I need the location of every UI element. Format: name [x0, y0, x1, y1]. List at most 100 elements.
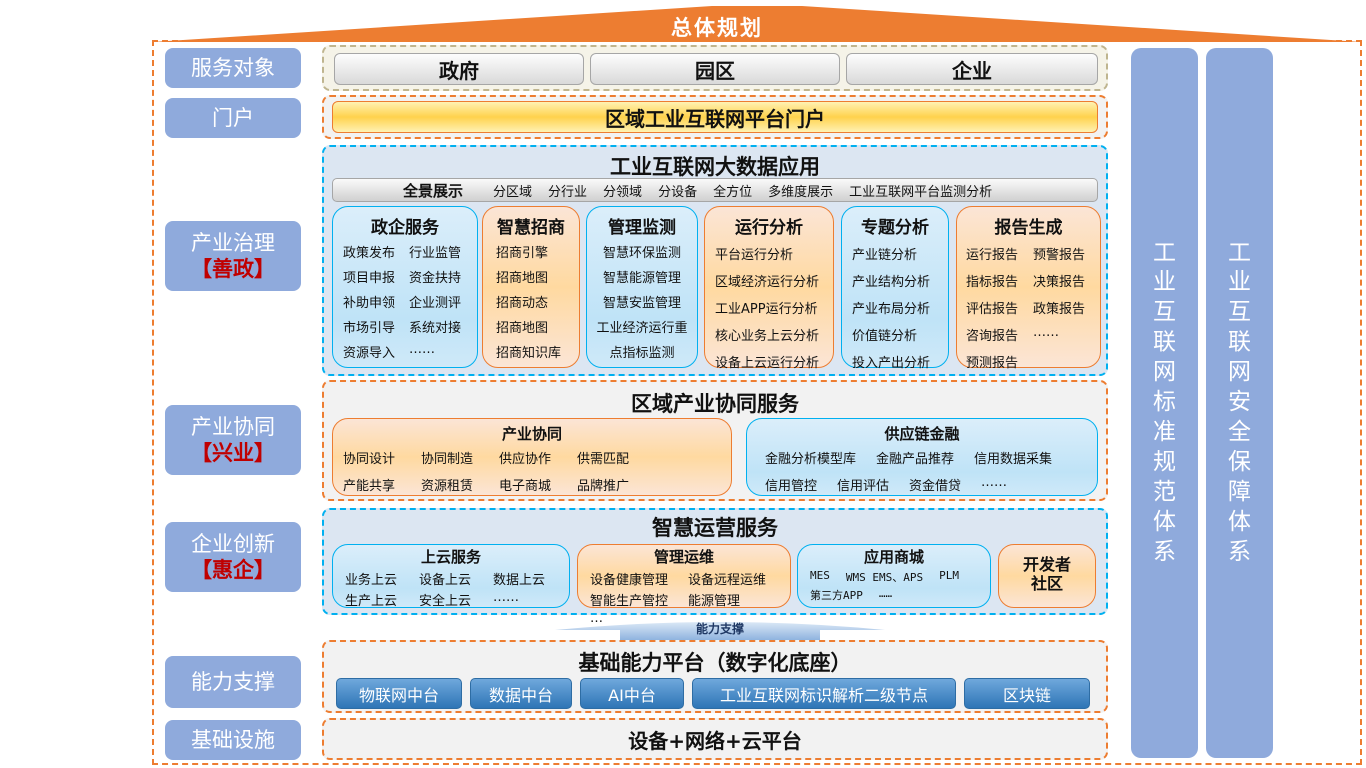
portal-section: 区域工业互联网平台门户 [322, 95, 1108, 139]
platform-iot: 物联网中台 [336, 678, 462, 709]
card-item: 智慧安监管理 [602, 296, 681, 311]
card-title: 开发者社区 [1022, 555, 1071, 594]
card-item: 信用数据采集 [974, 452, 1053, 467]
card-item: 点指标监测 [609, 346, 675, 361]
operations-section: 智慧运营服务 上云服务业务上云设备上云数据上云生产上云安全上云……管理运维设备健… [322, 508, 1108, 626]
standards-column: 工业互联网标准规范体系 [1131, 48, 1198, 758]
platform-identifier: 工业互联网标识解析二级节点 [692, 678, 956, 709]
platform-data: 数据中台 [470, 678, 572, 709]
card-item: …… [409, 342, 435, 357]
card-3: 运行分析平台运行分析区域经济运行分析工业APP运行分析核心业务上云分析设备上云运… [704, 206, 834, 371]
card-item: 政策发布 [343, 246, 396, 261]
card-items: 设备健康管理设备远程运维智能生产管控能源管理… [578, 567, 790, 626]
overview-item: 多维度展示 [768, 184, 834, 200]
card-items: 产业链分析产业结构分析产业布局分析价值链分析投入产出分析 [842, 238, 948, 371]
card-item: 补助申领 [343, 296, 396, 311]
overview-item: 分领域 [603, 184, 643, 200]
card-item: 信用管控 [765, 479, 818, 494]
overview-item: 全方位 [713, 184, 753, 200]
card-item: 区域经济运行分析 [715, 275, 820, 290]
roof-banner [152, 6, 1362, 42]
card-item: 价值链分析 [852, 329, 918, 344]
card-item: 资金借贷 [909, 479, 962, 494]
label-infrastructure: 基础设施 [165, 720, 301, 760]
card-item: 金融分析模型库 [765, 452, 857, 467]
card-0: 产业协同协同设计协同制造供应协作供需匹配产能共享资源租赁电子商城品牌推广…… [332, 418, 732, 517]
card-item: 供应协作 [499, 452, 552, 467]
card-item: 评估报告 [966, 302, 1019, 317]
card-items: 政策发布行业监管项目申报资金扶持补助申领企业测评市场引导系统对接资源导入…… [333, 238, 477, 361]
card-item: 信用评估 [837, 479, 890, 494]
label-text: 企业创新 [191, 531, 275, 556]
card-item: 系统对接 [409, 321, 462, 336]
card-item: 企业测评 [409, 296, 462, 311]
card-item: 品牌推广 [577, 479, 630, 494]
card-item: 平台运行分析 [715, 248, 794, 263]
card-item: 指标报告 [966, 275, 1019, 290]
card-item: 投入产出分析 [852, 356, 931, 371]
label-portal: 门户 [165, 98, 301, 138]
label-text: 能力支撑 [191, 669, 275, 694]
operations-title: 智慧运营服务 [652, 516, 778, 540]
card-item: 能源管理 [688, 594, 741, 609]
platform-title: 基础能力平台（数字化底座） [578, 651, 852, 675]
card-item: 政策报告 [1033, 302, 1086, 317]
overall-plan-title: 总体规划 [671, 16, 763, 40]
portal-bar: 区域工业互联网平台门户 [332, 101, 1098, 133]
card-title: 智慧招商 [497, 218, 565, 238]
column-text: 工业互联网安全保障体系 [1228, 239, 1251, 565]
card-item: 预警报告 [1033, 248, 1086, 263]
overview-item: 工业互联网平台监测分析 [849, 184, 993, 200]
target-enterprise: 企业 [846, 53, 1098, 85]
card-item: 运行报告 [966, 248, 1019, 263]
card-item: 招商引擎 [496, 246, 549, 261]
card-item: 资金扶持 [409, 271, 462, 286]
card-title: 运行分析 [735, 218, 803, 238]
card-title: 专题分析 [861, 218, 929, 238]
card-items: 业务上云设备上云数据上云生产上云安全上云…… [333, 567, 569, 609]
platform-ai: AI中台 [580, 678, 684, 709]
card-item: 招商地图 [496, 271, 549, 286]
card-title: 管理监测 [608, 218, 676, 238]
card-items: 运行报告预警报告指标报告决策报告评估报告政策报告咨询报告……预测报告 [957, 238, 1100, 371]
overview-item: 分区域 [493, 184, 533, 200]
overview-item: 分设备 [658, 184, 698, 200]
card-title: 上云服务 [420, 548, 481, 566]
card-item: 产业结构分析 [852, 275, 931, 290]
card-item: 预测报告 [966, 356, 1019, 371]
card-item: 供需匹配 [577, 452, 630, 467]
card-item: PLM [939, 569, 959, 582]
card-item: 产能共享 [343, 479, 396, 494]
capability-arrow-label: 能力支撑 [695, 622, 744, 636]
card-item: 资源租赁 [421, 479, 474, 494]
overview-item: 分行业 [548, 184, 588, 200]
column-text: 工业互联网标准规范体系 [1153, 239, 1176, 565]
card-item: 数据上云 [493, 573, 546, 588]
label-collaboration: 产业协同【兴业】 [165, 405, 301, 475]
card-items: 智慧环保监测智慧能源管理智慧安监管理工业经济运行重点指标监测 [587, 238, 697, 361]
label-innovation: 企业创新【惠企】 [165, 522, 301, 592]
label-tag: 【兴业】 [191, 441, 275, 465]
card-title: 报告生成 [994, 218, 1063, 238]
card-item: 工业经济运行重 [596, 321, 688, 336]
card-item: 设备上云 [419, 573, 472, 588]
card-item: 产业布局分析 [852, 302, 931, 317]
card-item: 招商知识库 [496, 346, 562, 361]
target-park: 园区 [590, 53, 840, 85]
label-service-targets: 服务对象 [165, 48, 301, 88]
card-item: WMS EMS、APS [845, 571, 924, 584]
card-item: 资源导入 [343, 346, 396, 361]
card-items: 协同设计协同制造供应协作供需匹配产能共享资源租赁电子商城品牌推广…… [333, 444, 731, 517]
card-title: 管理运维 [653, 548, 714, 566]
card-item: 招商地图 [496, 321, 549, 336]
card-item: 安全上云 [419, 594, 472, 609]
card-4: 专题分析产业链分析产业结构分析产业布局分析价值链分析投入产出分析 [841, 206, 949, 371]
security-column: 工业互联网安全保障体系 [1206, 48, 1273, 758]
infrastructure-section: 设备+网络+云平台 [322, 718, 1108, 760]
card-1: 智慧招商招商引擎招商地图招商动态招商地图招商知识库 [482, 206, 580, 368]
card-item: 设备健康管理 [590, 573, 669, 588]
card-item: …… [981, 475, 1008, 490]
card-item: … [590, 611, 603, 626]
card-item: MES [810, 569, 830, 582]
